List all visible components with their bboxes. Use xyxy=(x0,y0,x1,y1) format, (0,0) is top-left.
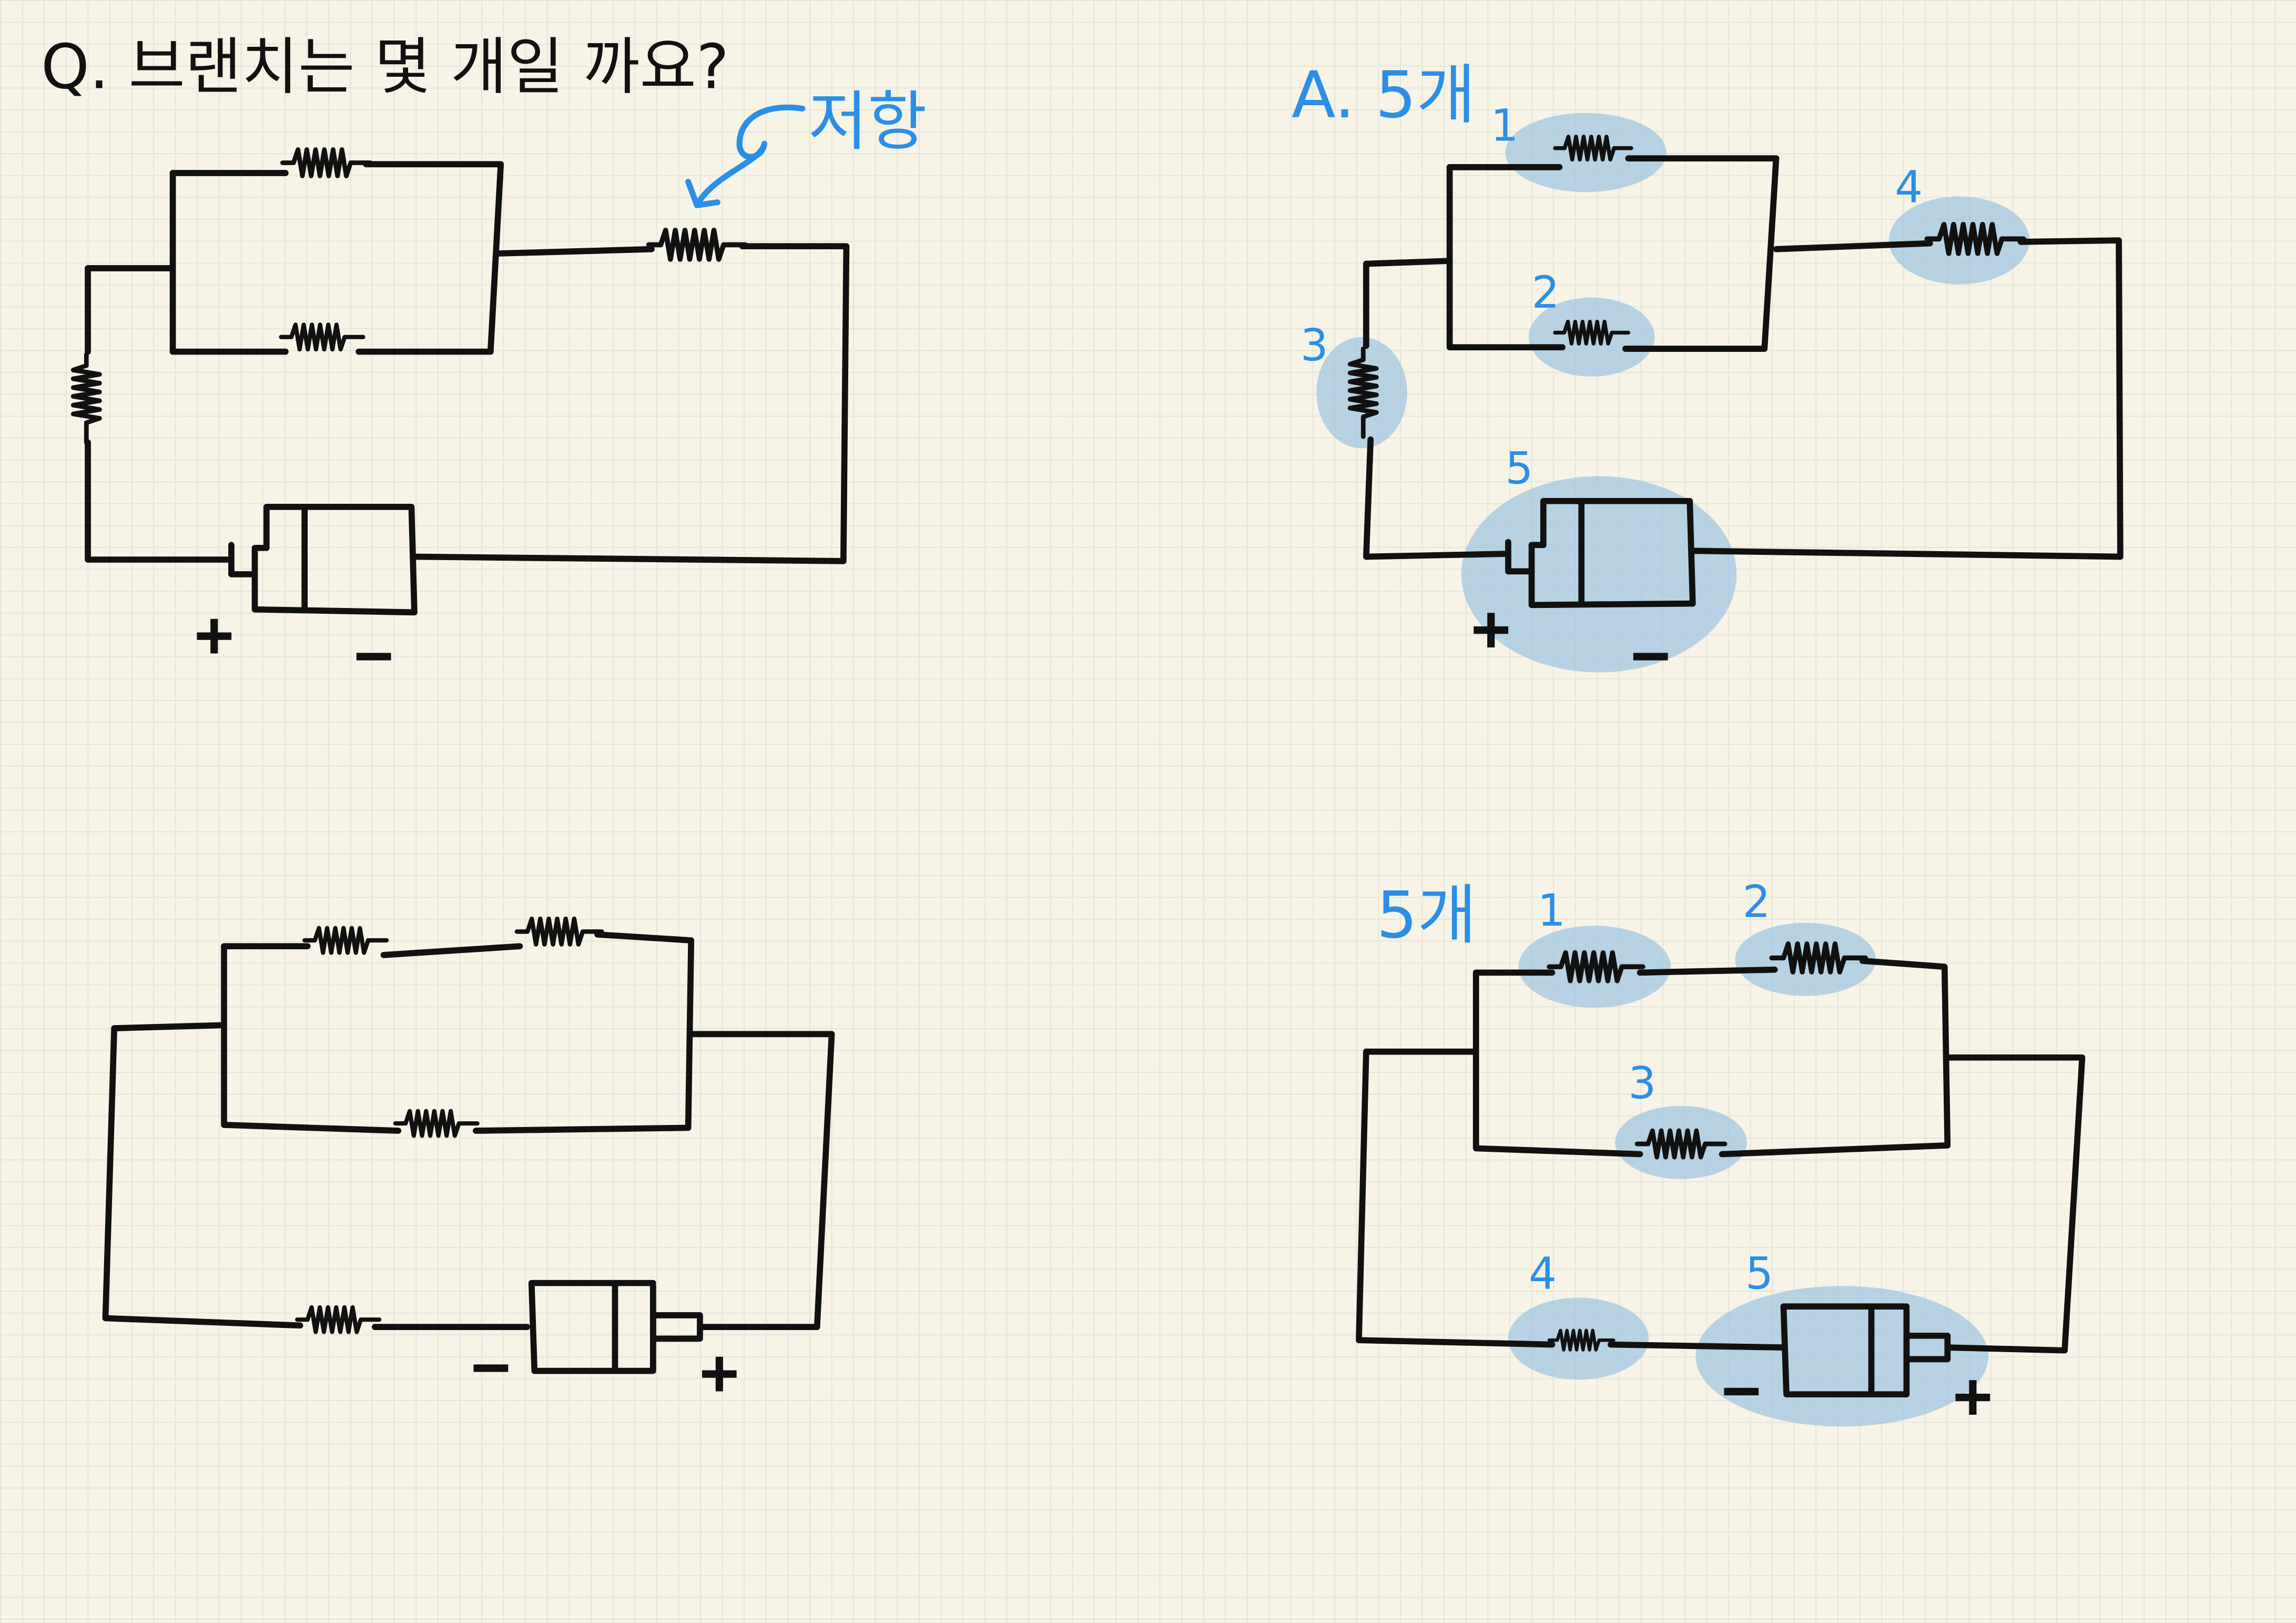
wire xyxy=(473,931,695,1134)
wire xyxy=(1719,958,1951,1158)
resistor-right xyxy=(649,230,746,259)
wire xyxy=(1622,155,1780,352)
branch-number: 4 xyxy=(1529,1248,1557,1300)
wire xyxy=(1689,237,2124,560)
wire xyxy=(1773,240,1933,252)
branch-number: 4 xyxy=(1895,161,1923,213)
circuit-second: − + xyxy=(102,919,835,1409)
circuit-question: Q. 브랜치는 몇 개일 까요? + − 저항 xyxy=(41,31,927,692)
battery xyxy=(1780,1303,1951,1398)
wire xyxy=(1637,966,1778,976)
wire xyxy=(1944,1054,2086,1354)
wire xyxy=(493,246,655,257)
branch-number: 3 xyxy=(1301,319,1328,371)
resistor-bottom xyxy=(281,324,363,349)
wire xyxy=(380,943,523,958)
wire xyxy=(363,161,504,355)
minus-sign: − xyxy=(354,617,393,692)
wire xyxy=(102,1025,303,1329)
minus-sign: − xyxy=(472,1328,511,1404)
branch-number: 1 xyxy=(1491,100,1519,151)
wire xyxy=(221,943,402,1134)
battery xyxy=(1505,498,1696,608)
minus-sign: − xyxy=(1631,617,1670,692)
wire xyxy=(1446,164,1566,351)
battery xyxy=(528,1280,703,1374)
wire xyxy=(1363,258,1453,267)
highlight xyxy=(1695,1286,1989,1427)
wire xyxy=(85,439,235,563)
minus-sign: − xyxy=(1722,1352,1761,1427)
plus-sign: + xyxy=(700,1334,739,1409)
plus-sign: + xyxy=(1471,591,1510,666)
branch-number: 5 xyxy=(1505,442,1533,494)
circuit-second-answer: 5개 − + 1 2 3 4 5 xyxy=(1356,876,2086,1433)
branch-number: 2 xyxy=(1532,267,1560,318)
wire xyxy=(1363,436,1511,560)
highlight xyxy=(1461,476,1737,673)
branch-number: 3 xyxy=(1628,1058,1656,1109)
circuit-answer: A. 5개 + − 1 2 3 4 5 xyxy=(1292,57,2124,692)
battery xyxy=(228,503,418,616)
arrow-head xyxy=(685,179,720,208)
branch-number: 5 xyxy=(1745,1248,1773,1300)
wire xyxy=(111,1022,223,1031)
annotation-arrow xyxy=(695,104,806,206)
wire xyxy=(688,1031,835,1330)
resistor-top-1 xyxy=(304,928,387,953)
answer-bottom-text: 5개 xyxy=(1376,877,1477,952)
resistor-top-2 xyxy=(517,919,602,944)
wire xyxy=(411,243,850,564)
answer-text: A. 5개 xyxy=(1292,57,1476,133)
plus-sign: + xyxy=(195,596,233,672)
resistor-top xyxy=(282,149,370,176)
resistor-note: 저항 xyxy=(808,84,927,159)
resistor-series xyxy=(297,1307,379,1332)
question-text: Q. 브랜치는 몇 개일 까요? xyxy=(41,31,729,103)
wire xyxy=(1356,1048,1556,1348)
resistor-left xyxy=(73,354,99,442)
resistor-bottom xyxy=(395,1111,478,1136)
branch-number: 2 xyxy=(1742,876,1770,927)
wire xyxy=(1472,969,1643,1158)
branch-number: 1 xyxy=(1538,885,1566,936)
wire xyxy=(1608,1341,1787,1351)
plus-sign: + xyxy=(1953,1358,1992,1433)
